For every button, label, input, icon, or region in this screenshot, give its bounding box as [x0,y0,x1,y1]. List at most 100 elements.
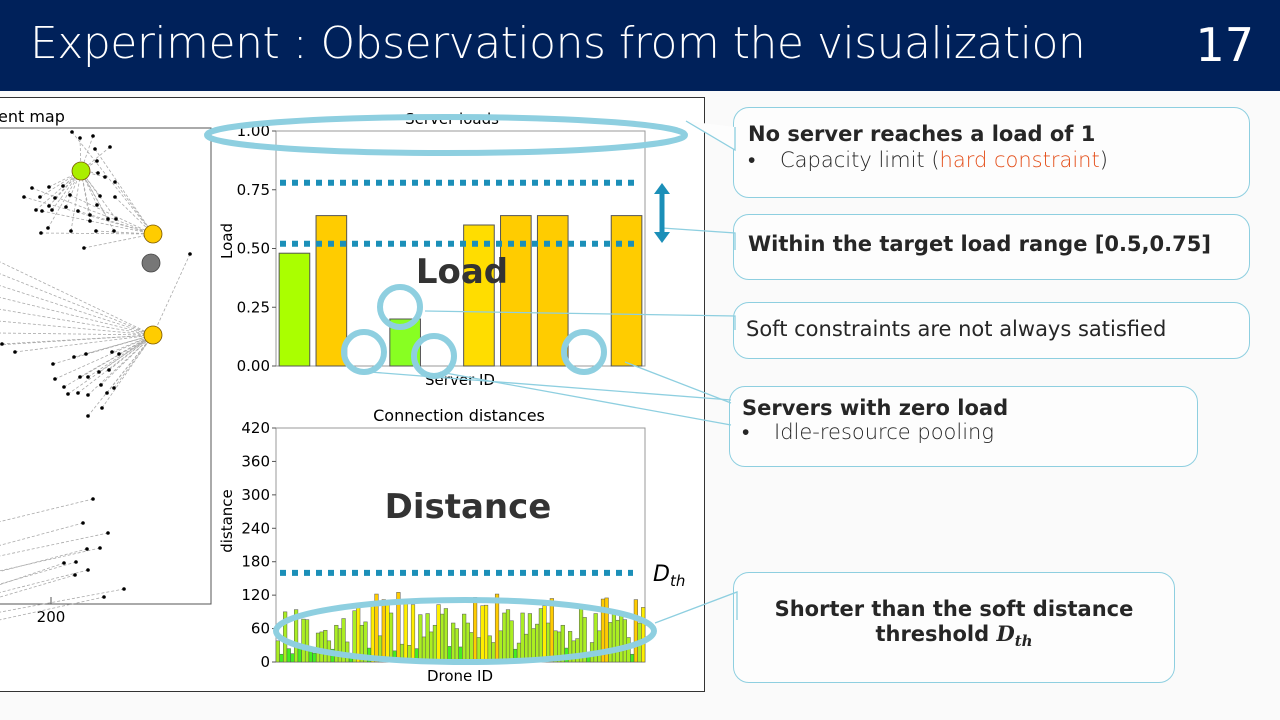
callout-distance-threshold: Shorter than the soft distance threshold… [733,572,1175,683]
connection-line [70,170,82,232]
distance-bar [633,599,638,663]
distance-bar [326,640,332,663]
drone-point [66,392,70,396]
distance-bar [421,636,427,663]
distance-bar [363,621,368,663]
distance-bar [524,633,529,663]
connection-line [94,148,154,235]
connection-line [87,334,154,378]
drone-point [22,195,26,199]
connection-line [77,334,154,394]
connection-line [0,569,89,593]
load-y-label: Load [218,223,236,259]
dist-y-label: distance [218,489,236,553]
distance-bar [458,646,463,663]
drone-point [108,145,112,149]
distance-bar [586,655,591,663]
distance-bar [297,646,302,663]
drone-point [86,414,90,418]
connection-line [0,596,105,621]
server-node [71,161,91,181]
idle-server-node [141,253,161,273]
distance-bar [443,608,448,663]
connection-line [14,334,154,353]
connection-line [87,334,154,417]
connection-line [40,232,154,235]
drone-point [113,180,117,184]
bullet-icon: • [748,148,756,172]
drone-point [98,194,102,198]
drone-point [46,226,50,230]
drone-point [103,175,107,179]
distance-bar [447,646,452,663]
drone-point [113,195,117,199]
drone-point [61,184,65,188]
load-overlay-label: Load [416,252,508,292]
drone-point [64,205,68,209]
connection-line [77,210,154,235]
drone-point [107,368,111,372]
distance-bar [509,620,514,663]
dist-chart-title: Connection distances [373,406,545,425]
distance-bar [399,643,405,663]
drone-point [84,352,88,356]
drone-point [112,386,116,390]
dist-y-tick-label: 120 [241,586,270,604]
drone-point [47,204,51,208]
distance-bar [312,652,317,663]
distance-bar [359,624,364,663]
connection-line [113,334,154,389]
drone-point [78,136,82,140]
distance-bar [319,631,324,663]
drone-point [72,355,76,359]
deployment-map: ent map 200 [0,107,212,626]
distance-bar [549,598,554,663]
distance-bar [378,635,383,663]
drone-point [76,391,80,395]
distance-bar [502,612,507,663]
callout-body: Soft constraints are not always satisfie… [746,317,1167,341]
distance-bar [381,599,386,663]
distance-bar [538,608,543,663]
dist-x-label: Drone ID [427,667,493,685]
distance-bar [345,641,350,663]
drone-point [122,587,126,591]
connection-line [0,285,154,336]
distance-bar [286,648,291,663]
dist-y-tick-label: 300 [241,486,270,504]
drone-point [91,497,95,501]
connection-line [69,194,154,235]
drone-point [88,213,92,217]
load-bar [315,215,348,367]
drone-points [0,130,192,599]
connection-line [0,547,101,572]
distance-bar [641,607,646,663]
dist-y-tick-label: 0 [260,653,270,671]
drone-point [74,560,78,564]
drone-point [96,171,100,175]
distance-bar [370,601,375,663]
drone-point [40,209,44,213]
load-y-tick-label: 0.00 [237,357,270,375]
distance-bar [279,653,284,663]
connection-line [114,196,154,235]
connection-line [41,210,154,235]
distance-bar [436,604,441,663]
drone-point [34,208,38,212]
connection-line [0,532,109,557]
connection-line [48,170,82,188]
connection-line [0,548,88,572]
drone-point [114,217,118,221]
drone-point [50,208,54,212]
distance-bar [498,630,503,663]
distance-bar [403,601,408,663]
distance-bar [469,632,474,663]
distance-bar [418,614,423,663]
drone-point [69,229,73,233]
drone-point [86,393,90,397]
callout-heading-line1: Shorter than the soft distance [774,597,1134,621]
distance-bar [294,609,299,663]
distance-bar [473,597,478,663]
drone-point [85,547,89,551]
load-bar [389,318,421,367]
